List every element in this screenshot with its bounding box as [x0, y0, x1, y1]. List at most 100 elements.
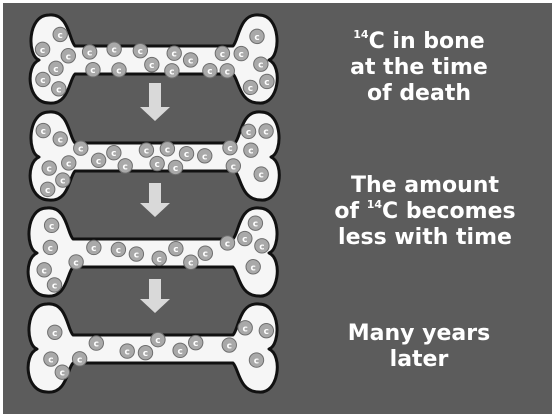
atom-label: c: [225, 67, 230, 77]
carbon-14-atom: c: [243, 80, 257, 94]
atom-label: c: [78, 145, 83, 155]
atom-label: c: [165, 145, 170, 155]
atom-label: c: [87, 48, 92, 58]
carbon-14-atom: c: [150, 156, 164, 170]
carbon-14-atom: c: [223, 140, 237, 154]
caption-line: later: [329, 347, 509, 373]
atom-label: c: [49, 222, 54, 232]
carbon-14-atom: c: [259, 323, 273, 337]
atom-label: c: [246, 128, 251, 138]
down-arrow-icon: [140, 279, 170, 313]
atom-label: c: [123, 162, 128, 172]
carbon-14-atom: c: [42, 161, 56, 175]
atom-label: c: [40, 76, 45, 86]
carbon-14-atom: c: [215, 46, 229, 60]
carbon-14-atom: c: [112, 63, 126, 77]
atom-label: c: [58, 31, 63, 41]
caption-line: at the time: [329, 55, 509, 81]
atom-label: c: [66, 159, 71, 169]
atom-label: c: [42, 266, 47, 276]
carbon-14-atom: c: [36, 72, 50, 86]
atom-label: c: [220, 50, 225, 60]
carbon-14-atom: c: [35, 42, 49, 56]
atom-label: c: [96, 157, 101, 167]
atom-label: c: [243, 324, 248, 334]
carbon-14-atom: c: [91, 153, 105, 167]
carbon-14-atom: c: [238, 321, 252, 335]
atom-label: c: [203, 250, 208, 260]
carbon-14-atom: c: [246, 260, 260, 274]
carbon-14-atom: c: [241, 124, 255, 138]
atom-label: c: [227, 144, 232, 154]
carbon-14-atom: c: [62, 156, 76, 170]
atom-label: c: [259, 171, 264, 181]
caption-time-of-death: 14C in bone at the time of death: [329, 29, 509, 107]
atom-label: c: [60, 177, 65, 187]
carbon-14-atom: c: [248, 216, 262, 230]
atom-label: c: [90, 66, 95, 76]
caption-decreasing-amount: The amount of 14C becomes less with time: [325, 173, 525, 251]
atom-label: c: [264, 78, 269, 88]
atom-label: c: [173, 245, 178, 255]
caption-line: The amount: [325, 173, 525, 199]
atom-label: c: [111, 149, 116, 159]
atom-label: c: [169, 67, 174, 77]
atom-label: c: [188, 56, 193, 66]
atom-label: c: [242, 235, 247, 245]
carbon-14-atom: c: [53, 27, 67, 41]
atom-label: c: [172, 50, 177, 60]
atom-label: c: [60, 369, 65, 379]
carbon-14-atom: c: [37, 263, 51, 277]
carbon-14-atom: c: [87, 240, 101, 254]
atom-label: c: [91, 244, 96, 254]
atom-label: c: [48, 244, 53, 254]
carbon-14-atom: c: [188, 335, 202, 349]
carbon-14-atom: c: [56, 173, 70, 187]
carbon-14-atom: c: [139, 143, 153, 157]
atom-label: c: [193, 339, 198, 349]
carbon-14-atom: c: [152, 251, 166, 265]
carbon-14-atom: c: [255, 239, 269, 253]
atom-label: c: [248, 147, 253, 157]
carbon-14-atom: c: [55, 365, 69, 379]
atom-label: c: [227, 342, 232, 352]
atom-label: c: [231, 162, 236, 172]
carbon-14-atom: c: [111, 242, 125, 256]
down-arrow-icon: [140, 83, 170, 121]
carbon-14-atom: c: [48, 325, 62, 339]
atom-label: c: [207, 67, 212, 77]
atom-label: c: [264, 327, 269, 337]
carbon-14-atom: c: [138, 345, 152, 359]
atom-label: c: [254, 33, 259, 43]
carbon-14-atom: c: [184, 255, 198, 269]
carbon-14-atom: c: [165, 64, 179, 78]
carbon-14-atom: c: [259, 124, 273, 138]
carbon-14-atom: c: [133, 43, 147, 57]
carbon-14-atom: c: [69, 255, 83, 269]
atom-label: c: [111, 46, 116, 56]
caption-line: less with time: [325, 225, 525, 251]
carbon-14-atom: c: [244, 143, 258, 157]
carbon-14-atom: c: [198, 149, 212, 163]
carbon-14-atom: c: [167, 46, 181, 60]
carbon-14-atom: c: [107, 146, 121, 160]
carbon-14-atom: c: [238, 231, 252, 245]
atom-label: c: [144, 147, 149, 157]
carbon-14-atom: c: [254, 57, 268, 71]
carbon-14-atom: c: [151, 332, 165, 346]
atom-label: c: [184, 150, 189, 160]
atom-label: c: [53, 65, 58, 75]
carbon-14-atom: c: [49, 61, 63, 75]
carbon-14-atom: c: [160, 142, 174, 156]
atom-label: c: [177, 347, 182, 357]
carbon-14-atom: c: [89, 336, 103, 350]
carbon-14-atom: c: [72, 352, 86, 366]
carbon-14-atom: c: [43, 240, 57, 254]
carbon-14-atom: c: [129, 247, 143, 261]
atom-label: c: [157, 255, 162, 265]
atom-label: c: [202, 152, 207, 162]
atom-label: c: [259, 242, 264, 252]
atom-label: c: [77, 355, 82, 365]
carbon-14-atom: c: [250, 29, 264, 43]
